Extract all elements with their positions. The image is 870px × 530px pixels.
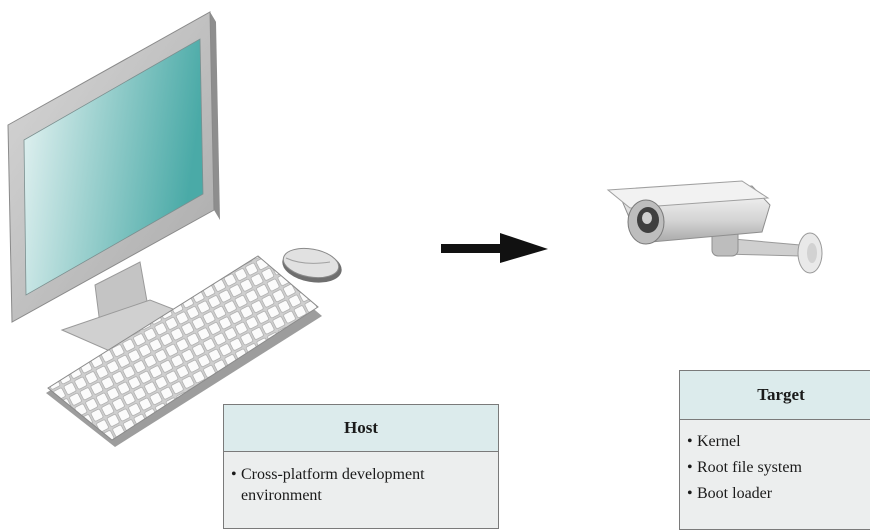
security-camera-icon	[606, 180, 823, 274]
host-item: Cross-platform development environment	[231, 464, 491, 506]
diagram-canvas	[7, 11, 823, 447]
target-box: Target Kernel Root file system Boot load…	[679, 370, 870, 530]
mouse-icon	[282, 247, 342, 283]
desktop-monitor-icon	[7, 11, 220, 353]
target-item-root-fs: Root file system	[687, 455, 870, 481]
host-box: Host Cross-platform development environm…	[223, 404, 499, 529]
target-title: Target	[680, 371, 870, 420]
host-list: Cross-platform development environment	[224, 452, 498, 506]
target-list: Kernel Root file system Boot loader	[680, 420, 870, 507]
target-item-boot-loader: Boot loader	[687, 481, 870, 507]
arrow-right-icon	[441, 233, 548, 263]
host-title: Host	[224, 405, 498, 452]
target-item-kernel: Kernel	[687, 429, 870, 455]
keyboard-icon	[46, 255, 322, 447]
